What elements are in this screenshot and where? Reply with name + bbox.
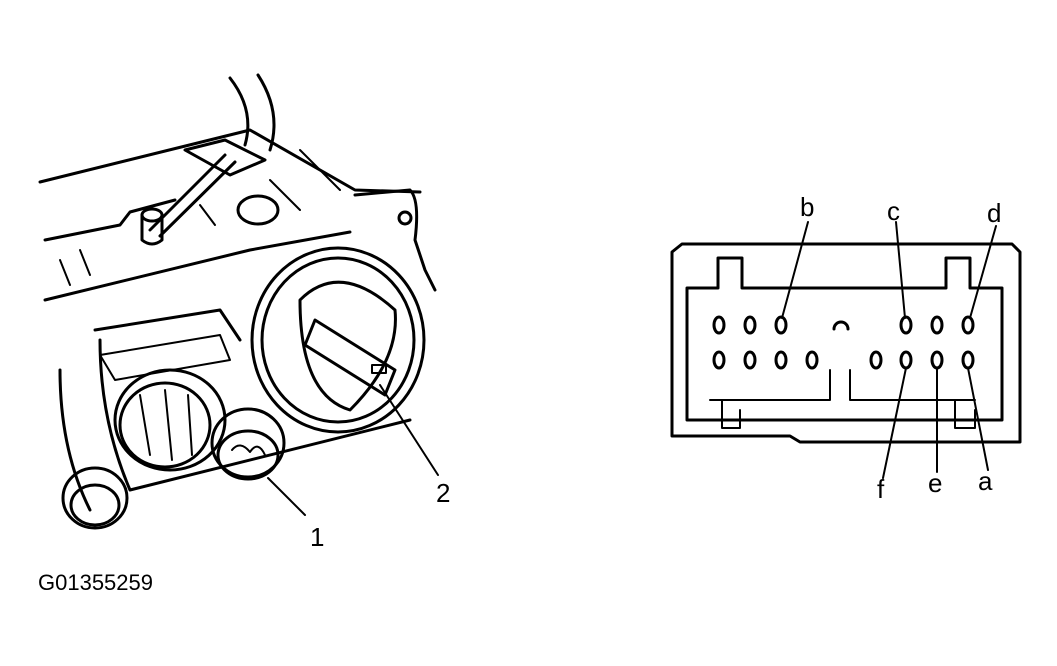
panel-left-edge bbox=[58, 368, 92, 512]
panel-lower-body bbox=[93, 308, 412, 492]
pin-bottom-5 bbox=[869, 350, 883, 370]
panel-top-edge bbox=[38, 128, 422, 194]
leader-2 bbox=[379, 384, 439, 476]
tool-cable-b bbox=[256, 73, 276, 152]
callout-2: 2 bbox=[436, 478, 450, 508]
tool-cable-a bbox=[228, 76, 250, 147]
leader-f bbox=[882, 367, 907, 479]
knob-1 bbox=[210, 407, 286, 481]
pin-bottom-1 bbox=[712, 350, 726, 370]
leader-a bbox=[967, 367, 989, 471]
pin-label-c: c bbox=[887, 196, 900, 226]
bracket-hole bbox=[397, 210, 413, 226]
leader-d bbox=[969, 225, 997, 319]
pin-bottom-4 bbox=[805, 350, 819, 370]
pin-d bbox=[961, 315, 975, 335]
knob-2 bbox=[250, 246, 426, 434]
pin-top-2 bbox=[743, 315, 757, 335]
leader-c bbox=[895, 221, 906, 319]
pin-a bbox=[961, 350, 975, 370]
pin-bottom-2 bbox=[743, 350, 757, 370]
pin-top-1 bbox=[712, 315, 726, 335]
pin-e bbox=[930, 350, 944, 370]
pin-top-7 bbox=[930, 315, 944, 335]
pin-label-e: e bbox=[928, 468, 942, 498]
leader-1 bbox=[267, 477, 306, 516]
pin-bottom-3 bbox=[774, 350, 788, 370]
tool-rod-b bbox=[158, 160, 237, 238]
panel-post-body bbox=[140, 213, 164, 246]
figure-code: G01355259 bbox=[38, 570, 153, 595]
panel-vent-slots bbox=[59, 249, 91, 286]
panel-post-top bbox=[140, 207, 164, 223]
center-knob bbox=[113, 368, 227, 472]
pin-b bbox=[774, 315, 788, 335]
connector-latches bbox=[721, 399, 976, 429]
panel-bracket bbox=[353, 188, 437, 292]
pin-label-f: f bbox=[877, 474, 885, 504]
pin-label-a: a bbox=[978, 466, 993, 496]
connector-key-rib bbox=[709, 369, 976, 401]
panel-upper-ledge bbox=[43, 198, 177, 242]
left-small-knob bbox=[61, 466, 129, 530]
panel-slot bbox=[99, 334, 231, 381]
pin-label-d: d bbox=[987, 198, 1001, 228]
tool-clip bbox=[183, 138, 267, 177]
control-panel-illustration bbox=[38, 73, 437, 530]
connector-housing bbox=[670, 242, 1022, 444]
connector-face bbox=[670, 242, 1022, 444]
callout-1: 1 bbox=[310, 522, 324, 552]
connector-inner-wall bbox=[685, 256, 1004, 422]
pin-label-b: b bbox=[800, 192, 814, 222]
panel-boss bbox=[236, 194, 280, 226]
panel-face-top bbox=[43, 230, 352, 302]
pin-f bbox=[899, 350, 913, 370]
leader-b bbox=[781, 221, 809, 319]
pin-c bbox=[899, 315, 913, 335]
pin-top-open bbox=[832, 320, 850, 331]
panel-ribs bbox=[199, 149, 341, 226]
